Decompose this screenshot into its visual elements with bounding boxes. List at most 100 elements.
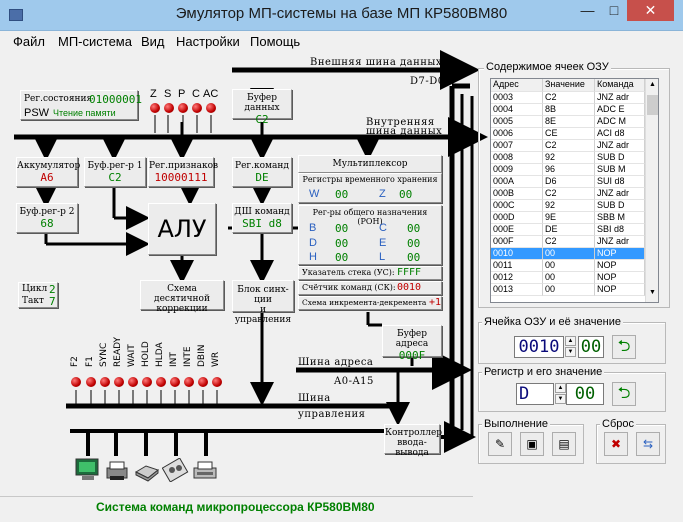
- decoder-block[interactable]: ДШ команд SBI d8: [232, 203, 292, 233]
- program-counter-value: 0010: [397, 282, 422, 293]
- run-file-button[interactable]: ▤: [552, 432, 576, 456]
- minimize-button[interactable]: —: [580, 2, 595, 18]
- reset-registers-button[interactable]: ⇆: [636, 432, 660, 456]
- menu-file[interactable]: Файл: [13, 34, 45, 49]
- program-counter-block[interactable]: Счётчик команд (СК): 0010: [298, 281, 442, 295]
- scroll-down-arrow[interactable]: ▼: [649, 289, 656, 296]
- mem-cell-address-input[interactable]: 0010: [514, 336, 564, 358]
- col-command-header[interactable]: Команда: [595, 79, 645, 92]
- address-buffer-block[interactable]: Буфер адреса 000F: [382, 325, 442, 362]
- data-buffer-value: C2: [255, 113, 269, 126]
- sync-control-block[interactable]: Блок синх-ции и управления: [232, 280, 294, 325]
- cell-address: 0010: [491, 248, 543, 260]
- tape-icon[interactable]: [162, 458, 190, 482]
- address-buffer-value: 000F: [398, 349, 426, 362]
- register-spin-down[interactable]: ▼: [555, 394, 566, 404]
- internal-data-bus-label-2: шина данных: [366, 126, 443, 137]
- mem-address-spin-down[interactable]: ▼: [565, 347, 576, 357]
- run-program-button[interactable]: ▣: [520, 432, 544, 456]
- command-register-block[interactable]: Рег.команд DE: [232, 157, 292, 187]
- run-step-button[interactable]: ✎: [488, 432, 512, 456]
- cell-command: SUB D: [595, 200, 645, 212]
- printer-icon[interactable]: [104, 460, 130, 482]
- menu-help[interactable]: Помощь: [250, 34, 301, 49]
- register-apply-button[interactable]: ⮌: [612, 382, 636, 406]
- decimal-correction-block[interactable]: Схема десятичной коррекции: [140, 280, 224, 314]
- scroll-up-arrow[interactable]: ▲: [649, 81, 656, 88]
- cycle-label: Цикл: [22, 284, 48, 294]
- mem-apply-button[interactable]: ⮌: [612, 335, 636, 359]
- reg-w-label: W: [309, 188, 320, 200]
- register-value-input[interactable]: 00: [566, 383, 604, 405]
- signal-f2-led: [71, 377, 81, 387]
- data-buffer-block[interactable]: Буфер данных C2: [232, 89, 292, 126]
- monitor-icon[interactable]: [74, 458, 102, 482]
- memory-scrollbar[interactable]: ▲ ▼: [645, 79, 658, 302]
- close-button[interactable]: ✕: [627, 0, 674, 21]
- flag-p-label: P: [178, 88, 186, 100]
- menu-view[interactable]: Вид: [141, 34, 165, 49]
- col-address-header[interactable]: Адрес: [491, 79, 543, 92]
- col-value-header[interactable]: Значение: [543, 79, 595, 92]
- cycle-tact-block[interactable]: Цикл 2 Такт 7: [18, 282, 58, 308]
- memory-grid-header: Адрес Значение Команда: [491, 79, 658, 92]
- io-controller-block[interactable]: Контроллер ввода-вывода: [384, 424, 442, 458]
- cell-address: 0008: [491, 152, 543, 164]
- multiplexer-header[interactable]: Мультиплексор: [298, 155, 442, 173]
- reg-c-label: C: [379, 222, 387, 234]
- signal-int-label: INT: [169, 352, 179, 367]
- register-spin-up[interactable]: ▲: [555, 383, 566, 393]
- stack-pointer-block[interactable]: Указатель стека (УС): FFFF: [298, 266, 442, 280]
- external-data-bus-range: D7-D0: [410, 76, 445, 87]
- mem-address-spin-up[interactable]: ▲: [565, 336, 576, 346]
- buf-reg-1-block[interactable]: Буф.рег-р 1 C2: [84, 157, 146, 187]
- menu-settings[interactable]: Настройки: [176, 34, 240, 49]
- incdec-block[interactable]: Схема инкремента-декремента +1: [298, 296, 442, 310]
- reg-b-value: 00: [335, 222, 349, 235]
- accumulator-block[interactable]: Аккумулятор A6: [16, 157, 80, 187]
- reset-memory-button[interactable]: ✖: [604, 432, 628, 456]
- buf-reg-2-block[interactable]: Буф.рег-р 2 68: [16, 203, 78, 233]
- register-select[interactable]: D: [516, 383, 554, 405]
- maximize-button[interactable]: □: [609, 2, 619, 18]
- mem-cell-value-input[interactable]: 00: [578, 336, 604, 358]
- signal-f2-label: F2: [70, 356, 80, 367]
- gp-registers-block[interactable]: Рег-ры общего назначения (РОН) B 00 C 00…: [298, 205, 442, 265]
- status-register-block[interactable]: Рег.состояния 01000001 PSW Чтение памяти: [20, 90, 142, 120]
- mem-cell-title: Ячейка ОЗУ и её значение: [482, 316, 623, 328]
- flags-register-block[interactable]: Рег.признаков 10000111: [148, 157, 218, 187]
- disk-drive-icon[interactable]: [134, 462, 160, 482]
- alu-block[interactable]: АЛУ: [148, 203, 216, 255]
- signal-wr-led: [212, 377, 222, 387]
- memory-group-title: Содержимое ячеек ОЗУ: [484, 61, 611, 73]
- sync-control-label-2: и управления: [234, 305, 292, 325]
- printer2-icon[interactable]: [192, 460, 218, 482]
- menu-bar: Файл МП-система Вид Настройки Помощь: [0, 31, 683, 53]
- accumulator-value: A6: [40, 171, 54, 184]
- status-register-value: 01000001: [89, 93, 142, 106]
- temp-registers-block[interactable]: Регистры временного хранения W 00 Z 00: [298, 173, 442, 203]
- cell-command: JNZ adr: [595, 236, 645, 248]
- cell-value: DE: [543, 224, 595, 236]
- scroll-thumb[interactable]: [647, 95, 658, 115]
- menu-mp-system[interactable]: МП-система: [58, 34, 132, 49]
